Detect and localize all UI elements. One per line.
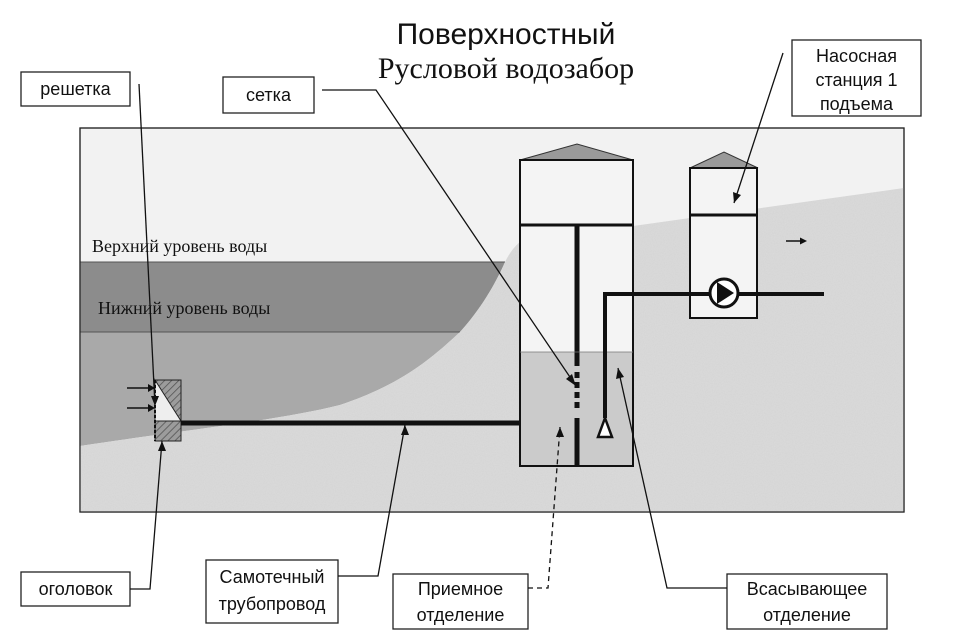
intake-head [154,378,182,442]
mesh-label: сетка [246,85,292,105]
suction-label-1: Всасывающее [747,579,867,599]
flow-direction-icon [786,237,807,245]
receiving-label-box [392,573,529,630]
intake-well [519,143,634,467]
receiving-label-1: Приемное [418,579,503,599]
gravity-pipe-label-box [205,559,339,624]
mesh-label-box [222,76,315,114]
receiving-label-2: отделение [417,605,505,625]
flow-arrow-icon [127,384,155,412]
intake-head-label: оголовок [39,579,113,599]
suction-label-box [726,573,888,630]
pump-station-label-box [791,39,922,117]
title-line1: Поверхностный [397,18,616,51]
scene-frame [79,127,905,513]
check-valve-icon [596,414,614,439]
pump-icon [708,277,740,309]
grate-label: решетка [40,79,111,99]
pump-station-label-2: станция 1 [815,70,897,90]
gravity-pipe-label-1: Самотечный [220,567,325,587]
gravity-pipe-label-2: трубопровод [219,594,326,614]
pump-station-label-3: подъема [820,94,894,114]
intake-head-label-box [20,571,131,607]
suction-label-2: отделение [763,605,851,625]
grate-label-box [20,71,131,107]
title-line2: Русловой водозабор [378,52,634,85]
lower-water-level-label: Нижний уровень воды [98,298,270,318]
pump-station-label-1: Насосная [816,46,897,66]
water-level-band [80,262,505,332]
upper-water-level-label: Верхний уровень воды [92,236,267,256]
